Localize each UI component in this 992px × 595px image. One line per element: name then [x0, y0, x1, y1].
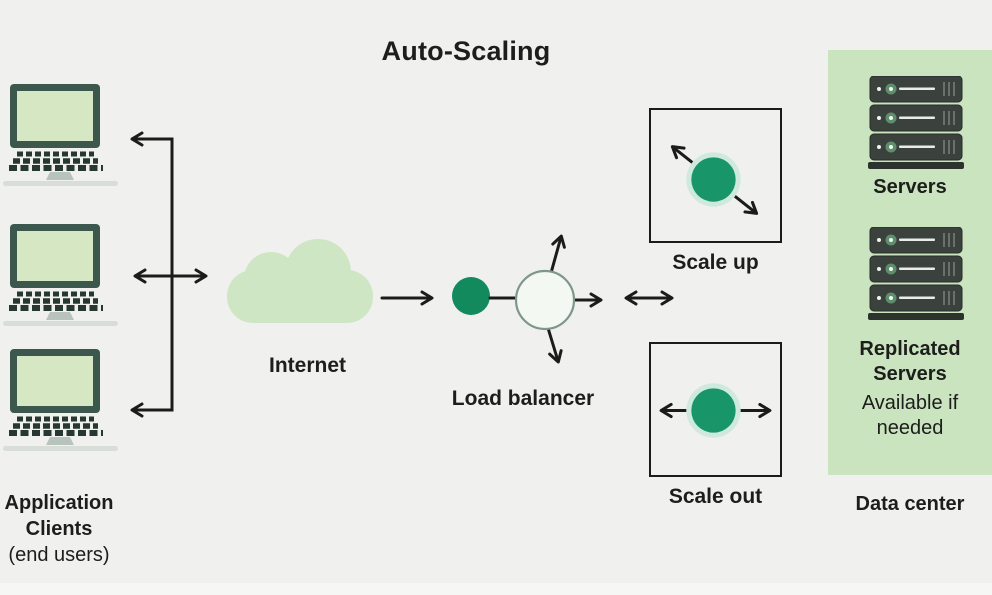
internet-label: Internet [268, 354, 346, 377]
server-stack-icon [868, 76, 964, 170]
clients-sublabel-text: (end users) [8, 544, 110, 566]
client-laptop-icon [3, 84, 118, 186]
client-laptop-icon [3, 349, 118, 451]
diagram-title: Auto-Scaling [381, 36, 551, 66]
clients-label-text: Application Clients [4, 492, 114, 540]
cloud-icon [227, 239, 373, 323]
clients-connector-arrows [130, 131, 208, 418]
clients-label: Application Clients (end users) [0, 490, 132, 568]
horizontal-resize-node-icon [659, 383, 772, 438]
scale-out-box [649, 342, 782, 477]
data-center-label: Data center [855, 493, 965, 515]
request-node-icon [452, 277, 490, 315]
scale-out-label: Scale out [668, 485, 763, 508]
bottom-strip [0, 583, 992, 595]
scale-up-box [649, 108, 782, 243]
diagonal-resize-node-icon [670, 145, 759, 215]
replicated-servers-label: Replicated Servers [859, 338, 961, 385]
replicated-note-label: Available if needed [861, 392, 959, 439]
load-balancer-node-icon [514, 234, 603, 364]
client-laptop-icon [3, 224, 118, 326]
replicated-server-stack-icon [868, 227, 964, 321]
servers-label: Servers [873, 176, 947, 198]
scale-up-label: Scale up [672, 251, 759, 274]
load-balancer-label: Load balancer [451, 387, 595, 410]
